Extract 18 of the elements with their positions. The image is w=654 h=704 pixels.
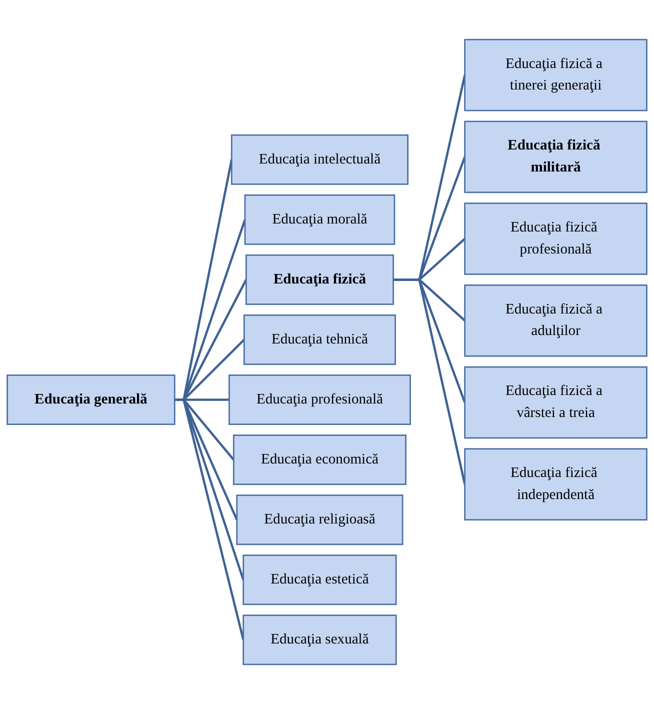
node-box: Educaţia fizică a vârstei a treia (464, 366, 648, 439)
node-box: Educaţia estetică (242, 554, 397, 606)
node-box: Educaţia economică (232, 434, 406, 486)
node-box: Educaţia tehnică (243, 314, 396, 365)
node-box: Educaţia sexuală (242, 614, 397, 666)
node-box: Educaţia fizică a tinerei generaţii (464, 38, 648, 112)
node-box: Educaţia generală (6, 374, 176, 425)
node-box: Educaţia fizică (245, 254, 394, 305)
connector (393, 278, 466, 485)
node-box: Educaţia fizică a adulţilor (464, 284, 648, 357)
node-box: Educaţia fizică militară (464, 120, 648, 194)
node-box: Educaţia morală (244, 194, 396, 245)
node-box: Educaţia profesională (228, 374, 411, 425)
node-box: Educaţia fizică independentă (464, 448, 648, 520)
node-box: Educaţia religioasă (236, 494, 404, 546)
node-box: Educaţia fizică profesională (464, 202, 648, 275)
connector (174, 398, 244, 640)
node-box: Educaţia intelectuală (230, 134, 408, 185)
